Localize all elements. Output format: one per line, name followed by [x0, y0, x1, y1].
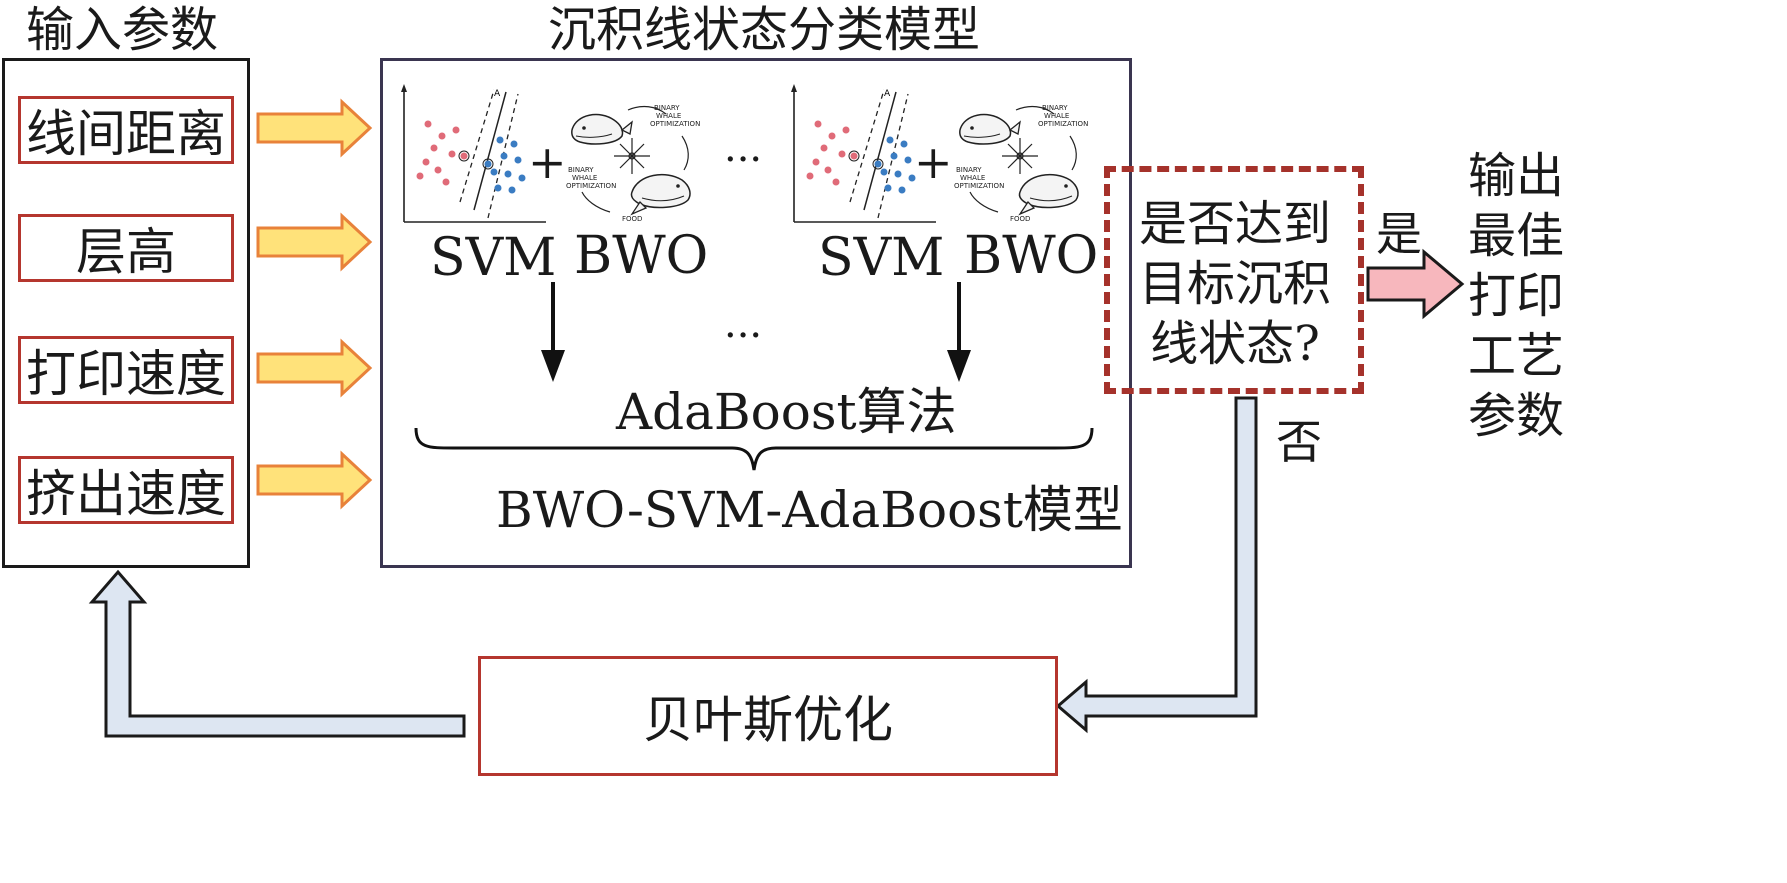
bayes-optimization-label: 贝叶斯优化 [643, 691, 893, 749]
output-line-1: 输出 [1467, 148, 1564, 204]
arrow-right-icon [256, 338, 373, 398]
input-panel-title: 输入参数 [26, 2, 219, 58]
svg-text:OPTIMIZATION: OPTIMIZATION [566, 182, 616, 190]
decision-box [1104, 166, 1364, 394]
arrow-up-icon [88, 569, 466, 738]
arrow-down-icon [947, 282, 971, 382]
arrow-right-icon [256, 212, 373, 272]
svg-text:BINARY: BINARY [1042, 104, 1068, 112]
output-line-2: 最佳 [1467, 208, 1564, 264]
model-panel [380, 58, 1132, 568]
bwo-whale-graphic-1: BINARY WHALE OPTIMIZATION BINARY WHALE O… [566, 104, 700, 223]
brace-icon [414, 427, 1094, 471]
svm-label-2: SVM [818, 228, 945, 288]
output-line-5: 参数 [1467, 388, 1564, 444]
param-line-spacing: 线间距离 [18, 96, 234, 164]
arrow-down-icon [541, 282, 565, 382]
bwo-whale-graphic-2: BINARY WHALE OPTIMIZATION BINARY WHALE O… [954, 104, 1088, 223]
svm-plot-2: A [791, 84, 936, 223]
bwo-label-1: BWO [574, 226, 709, 286]
output-line-3: 打印 [1467, 268, 1564, 324]
ellipsis-top: ··· [724, 137, 763, 183]
model-panel-title: 沉积线状态分类模型 [548, 2, 981, 58]
param-print-speed: 打印速度 [18, 336, 234, 404]
svg-text:WHALE: WHALE [572, 174, 597, 182]
svg-text:BINARY: BINARY [654, 104, 680, 112]
param-layer-height: 层高 [18, 214, 234, 282]
svg-text:WHALE: WHALE [656, 112, 681, 120]
svg-text:WHALE: WHALE [960, 174, 985, 182]
bwo-label-2: BWO [964, 226, 1099, 286]
svg-text:FOOD: FOOD [622, 215, 642, 223]
decision-line-1: 是否达到 [1138, 196, 1331, 252]
arrow-right-icon [256, 450, 373, 510]
svm-plot-1: A [401, 84, 546, 223]
no-label: 否 [1276, 415, 1322, 469]
plus-sign: + [528, 135, 567, 189]
decision-line-3: 线状态? [1150, 316, 1320, 372]
decision-line-2: 目标沉积 [1138, 256, 1331, 312]
adaboost-label: AdaBoost算法 [616, 383, 957, 441]
arrow-right-icon [1366, 248, 1465, 320]
svg-text:BINARY: BINARY [956, 166, 982, 174]
svg-text:BINARY: BINARY [568, 166, 594, 174]
combined-model-label: BWO-SVM-AdaBoost模型 [496, 481, 1123, 539]
output-line-4: 工艺 [1467, 328, 1564, 384]
arrow-right-icon [256, 98, 373, 158]
svg-text:WHALE: WHALE [1044, 112, 1069, 120]
svm-label-1: SVM [430, 228, 557, 288]
bayes-optimization-box: 贝叶斯优化 [478, 656, 1058, 776]
svg-text:OPTIMIZATION: OPTIMIZATION [954, 182, 1004, 190]
arrow-left-icon [1055, 396, 1258, 734]
svg-text:OPTIMIZATION: OPTIMIZATION [650, 120, 700, 128]
yes-label: 是 [1376, 207, 1422, 261]
svg-text:FOOD: FOOD [1010, 215, 1030, 223]
param-extrusion-speed: 挤出速度 [18, 456, 234, 524]
svg-text:A: A [884, 89, 891, 99]
plus-sign: + [914, 135, 953, 189]
svg-text:A: A [494, 89, 501, 99]
svg-text:OPTIMIZATION: OPTIMIZATION [1038, 120, 1088, 128]
input-panel [2, 58, 250, 568]
ellipsis-middle: ··· [724, 313, 763, 359]
